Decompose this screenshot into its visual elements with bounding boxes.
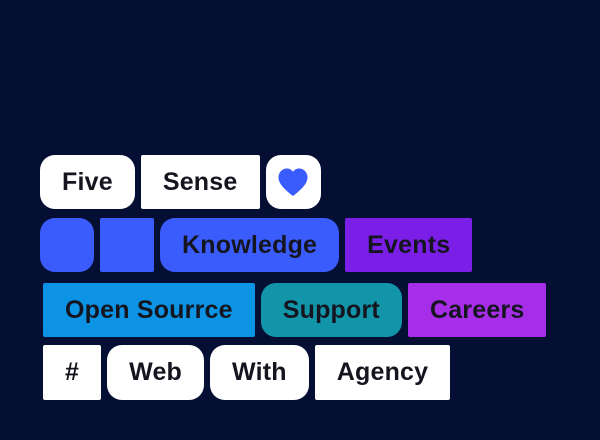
tag-web[interactable]: Web (107, 345, 205, 400)
tag-support[interactable]: Support (260, 283, 402, 337)
decor-block-square (100, 218, 154, 272)
tag-with[interactable]: With (210, 345, 309, 400)
tag-sense[interactable]: Sense (140, 155, 260, 209)
heart-button[interactable] (265, 155, 321, 209)
tag-knowledge[interactable]: Knowledge (160, 218, 340, 272)
tag-open-sourrce[interactable]: Open Sourrce (43, 283, 255, 337)
tag-agency[interactable]: Agency (314, 345, 451, 400)
tag-careers[interactable]: Careers (407, 283, 547, 337)
decor-block-rounded (40, 218, 94, 272)
tag-five[interactable]: Five (40, 155, 135, 209)
tag-hash[interactable]: # (43, 345, 102, 400)
tag-events[interactable]: Events (345, 218, 473, 272)
heart-icon (277, 167, 309, 197)
